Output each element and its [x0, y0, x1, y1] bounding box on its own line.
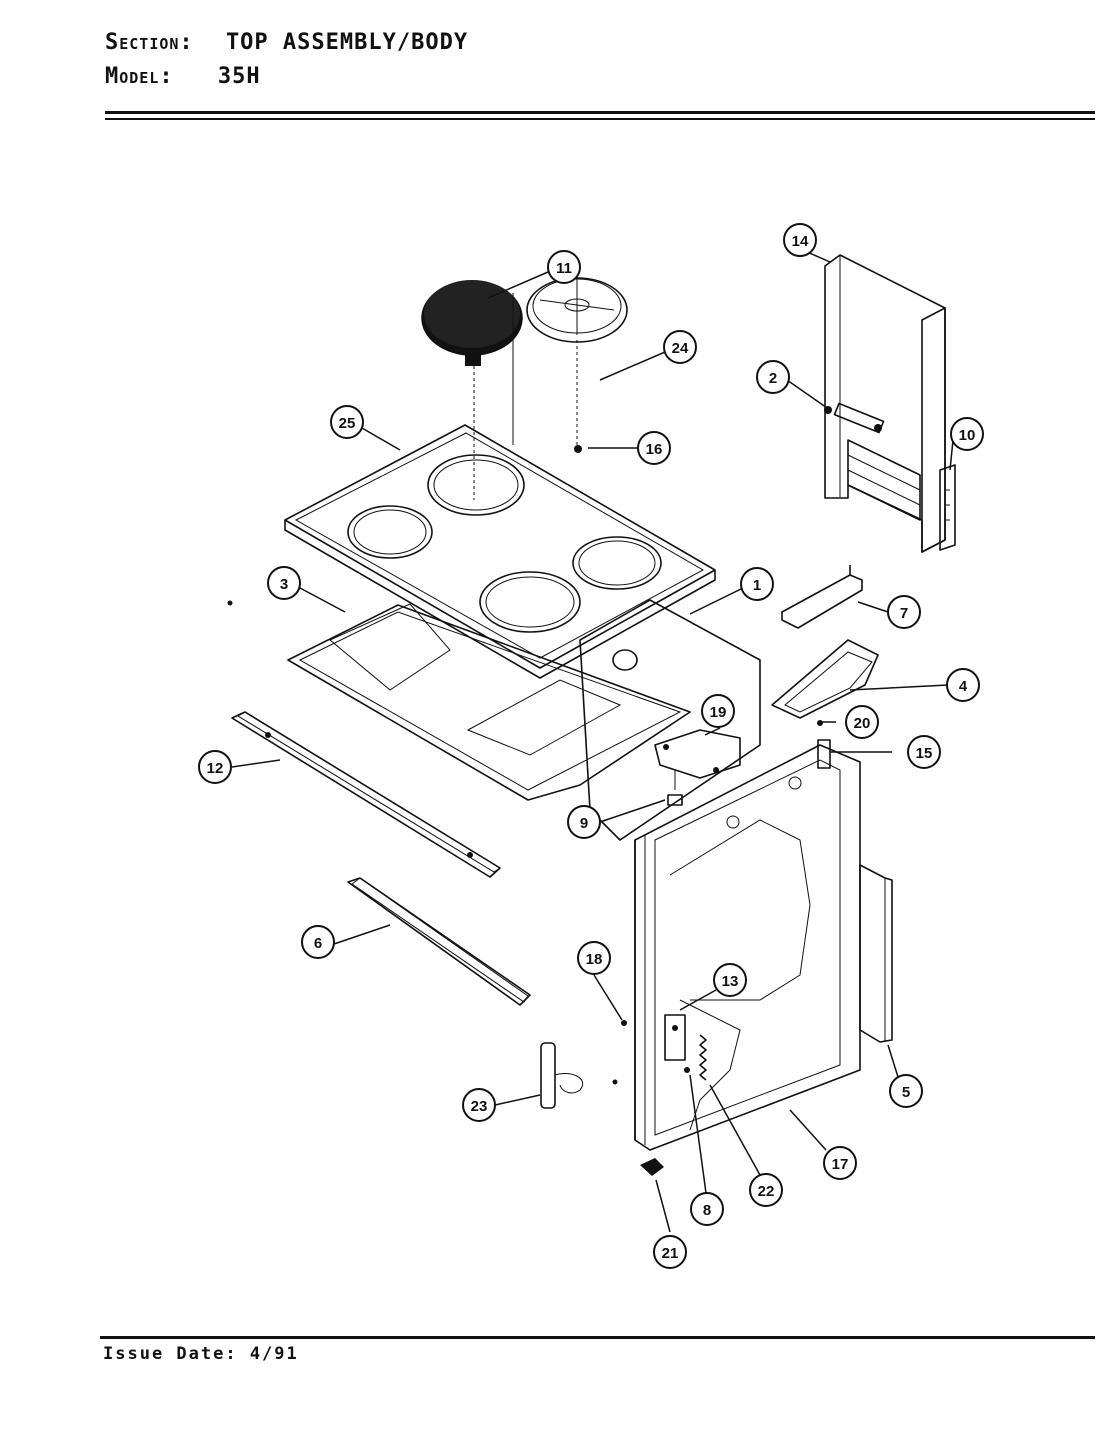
section-label: Section: [105, 30, 194, 55]
bottom-rail-part [347, 877, 531, 1006]
callout-13: 13 [713, 963, 747, 997]
callout-23: 23 [462, 1088, 496, 1122]
svg-text:13: 13 [722, 973, 739, 990]
svg-text:12: 12 [207, 760, 224, 777]
bracket-4-part [771, 639, 879, 719]
header-rule-bottom [105, 118, 1095, 120]
callout-3: 3 [267, 566, 301, 600]
callout-22: 22 [749, 1173, 783, 1207]
svg-text:16: 16 [646, 441, 663, 458]
svg-text:1: 1 [753, 577, 761, 594]
svg-text:22: 22 [758, 1183, 775, 1200]
callout-9: 9 [567, 805, 601, 839]
callout-24: 24 [663, 330, 697, 364]
svg-text:24: 24 [672, 340, 689, 357]
svg-text:15: 15 [916, 745, 933, 762]
callout-25: 25 [330, 405, 364, 439]
door-hinge-part [540, 1042, 583, 1109]
hinge-bracket-part [664, 1014, 686, 1061]
svg-text:10: 10 [959, 427, 976, 444]
svg-text:23: 23 [471, 1098, 488, 1115]
svg-text:18: 18 [586, 951, 603, 968]
callout-4: 4 [946, 668, 980, 702]
callout-7: 7 [887, 595, 921, 629]
svg-text:25: 25 [339, 415, 356, 432]
bracket-7-part [781, 565, 863, 629]
callout-18: 18 [577, 941, 611, 975]
callout-1: 1 [740, 567, 774, 601]
leveling-leg-part [640, 1158, 664, 1176]
svg-text:20: 20 [854, 715, 871, 732]
issue-date: Issue Date: 4/91 [103, 1344, 299, 1364]
svg-text:4: 4 [959, 678, 968, 695]
callout-21: 21 [653, 1235, 687, 1269]
callout-8: 8 [690, 1192, 724, 1226]
footer-rule [100, 1336, 1095, 1339]
cooktop-part [284, 424, 716, 679]
bracket-15-part [817, 739, 831, 769]
svg-text:5: 5 [902, 1084, 910, 1101]
callout-2: 2 [756, 360, 790, 394]
part-8 [684, 1067, 690, 1073]
spring-part [699, 1034, 707, 1081]
svg-text:14: 14 [792, 233, 809, 250]
leader-lines [231, 243, 954, 1233]
callout-6: 6 [301, 925, 335, 959]
callout-12: 12 [198, 750, 232, 784]
svg-text:7: 7 [900, 605, 908, 622]
clip-9-part [667, 770, 683, 806]
backsplash-part [824, 254, 946, 553]
svg-text:19: 19 [710, 704, 727, 721]
main-top-part [287, 603, 691, 801]
svg-text:6: 6 [314, 935, 322, 952]
drip-bowl-part [526, 277, 628, 453]
callout-14: 14 [783, 223, 817, 257]
callout-17: 17 [823, 1146, 857, 1180]
side-panel-part [634, 744, 861, 1151]
svg-text:3: 3 [280, 576, 288, 593]
callout-20: 20 [845, 705, 879, 739]
screw-18-part [621, 1020, 627, 1026]
backsplash-bracket-part [939, 464, 956, 551]
back-wall-part [579, 599, 761, 841]
model-header: Model: 35H [105, 64, 261, 89]
header-rule-top [105, 111, 1095, 114]
callout-16: 16 [637, 431, 671, 465]
svg-text:11: 11 [556, 260, 572, 277]
svg-text:2: 2 [769, 370, 777, 387]
callout-19: 19 [701, 694, 735, 728]
callout-11: 11 [547, 250, 581, 284]
svg-text:9: 9 [580, 815, 588, 832]
svg-text:17: 17 [832, 1156, 849, 1173]
section-header: Section: TOP ASSEMBLY/BODY [105, 30, 468, 55]
callout-5: 5 [889, 1074, 923, 1108]
model-value: 35H [217, 64, 261, 89]
callout-15: 15 [907, 735, 941, 769]
section-value: TOP ASSEMBLY/BODY [225, 30, 469, 55]
callout-10: 10 [950, 417, 984, 451]
model-label: Model: [105, 64, 174, 89]
bracket-19-part [654, 729, 741, 779]
screw-20-part [817, 720, 823, 726]
svg-text:21: 21 [662, 1245, 679, 1262]
front-rail-part [231, 711, 501, 878]
svg-text:8: 8 [703, 1202, 711, 1219]
surface-element-part [421, 280, 523, 500]
side-trim-part [859, 864, 893, 1043]
